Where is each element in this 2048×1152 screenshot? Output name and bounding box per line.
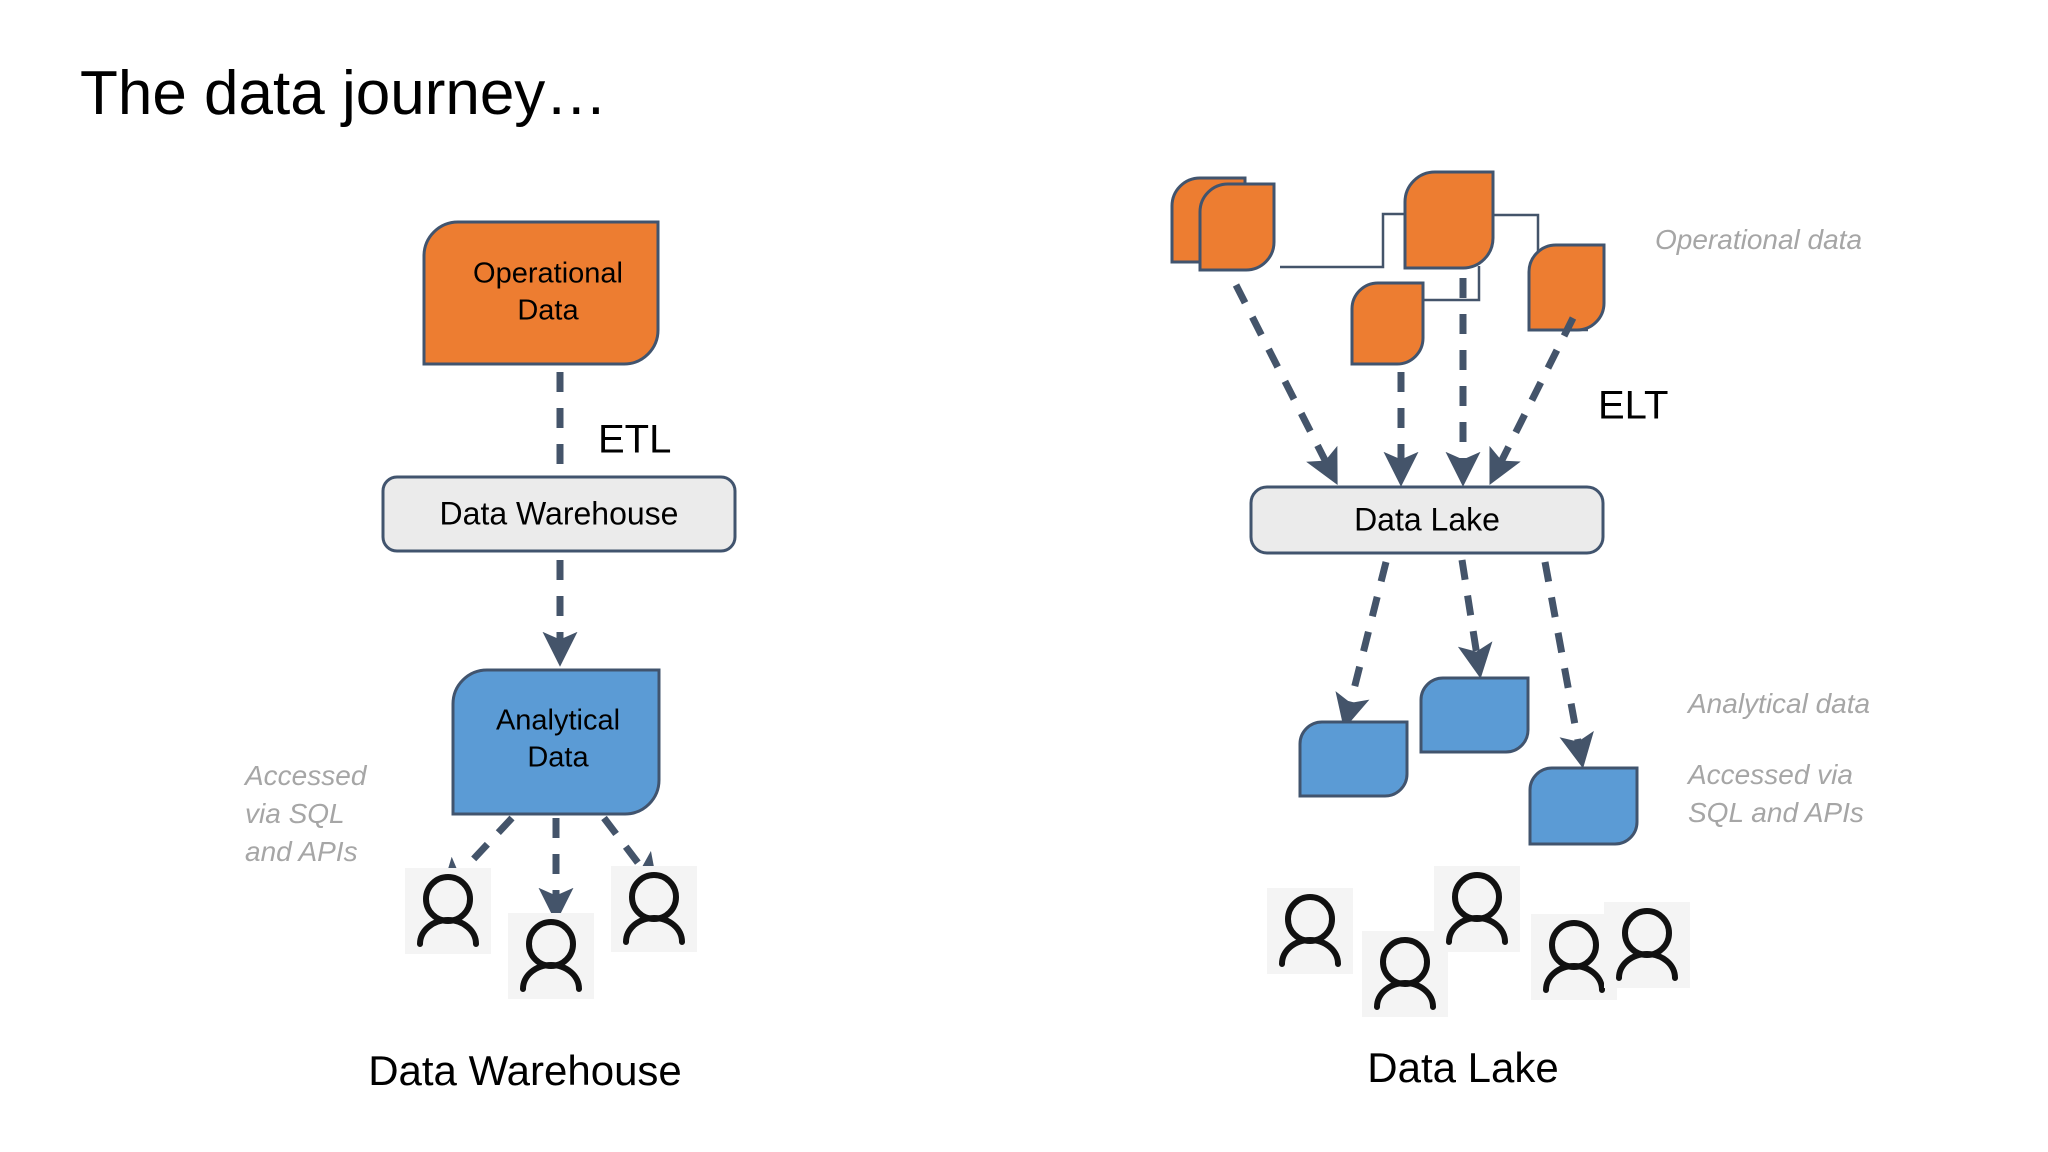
left-consumer-person-2[interactable] — [508, 913, 594, 999]
left-data-warehouse-node[interactable]: Data Warehouse — [381, 475, 737, 553]
right-ingest-arrow-4 — [1489, 316, 1577, 486]
right-flow-label-elt: ELT — [1598, 384, 1668, 428]
left-operational-data-shape — [422, 220, 660, 366]
left-analytical-data-label-line2: Data — [527, 742, 589, 774]
right-data-lake-label: Data Lake — [1354, 501, 1500, 537]
left-data-warehouse-label: Data Warehouse — [440, 495, 679, 531]
left-analytical-data-shape — [451, 668, 661, 816]
right-analytical-box-3[interactable] — [1528, 766, 1639, 846]
left-access-annotation-line3: and APIs — [245, 836, 358, 867]
left-panel-caption: Data Warehouse — [368, 1047, 682, 1094]
right-source-box-4[interactable] — [1527, 243, 1606, 332]
left-access-annotation: Accessed via SQL and APIs — [243, 760, 368, 867]
right-consumer-person-2[interactable] — [1362, 931, 1448, 1017]
left-consumer-arrow-3 — [601, 815, 659, 890]
page-title: The data journey… — [80, 59, 608, 128]
right-source-box-1[interactable] — [1170, 176, 1276, 272]
left-operational-data-label-line1: Operational — [473, 258, 623, 290]
left-analytical-data-node[interactable]: Analytical Data — [451, 668, 661, 816]
right-consumer-person-5[interactable] — [1604, 902, 1690, 988]
right-access-annotation-line2: SQL and APIs — [1688, 797, 1864, 828]
right-panel-caption: Data Lake — [1367, 1044, 1558, 1091]
right-ingest-arrow-1 — [1232, 283, 1338, 485]
right-serve-arrow-1 — [1335, 561, 1390, 730]
right-consumer-person-4[interactable] — [1531, 914, 1617, 1000]
right-consumer-person-1[interactable] — [1267, 888, 1353, 974]
right-consumer-person-3[interactable] — [1434, 866, 1520, 952]
left-operational-data-label-line2: Data — [517, 295, 579, 327]
right-analytical-box-2[interactable] — [1419, 676, 1530, 754]
left-data-warehouse-shape — [381, 475, 737, 553]
left-consumer-person-3[interactable] — [611, 866, 697, 952]
left-consumer-person-1[interactable] — [405, 868, 491, 954]
left-flow-label-etl: ETL — [598, 418, 671, 462]
right-serve-arrow-2 — [1457, 559, 1493, 679]
right-data-lake-node[interactable]: Data Lake — [1249, 485, 1605, 555]
left-analytical-data-label-line1: Analytical — [496, 705, 620, 737]
right-source-connector-1 — [1280, 212, 1412, 269]
right-operational-annotation: Operational data — [1655, 224, 1862, 255]
right-serve-arrow-3 — [1541, 561, 1594, 769]
left-operational-data-node[interactable]: Operational Data — [422, 220, 660, 366]
right-access-annotation-line1: Accessed via — [1686, 759, 1853, 790]
left-access-annotation-line2: via SQL — [245, 798, 345, 829]
right-source-box-3[interactable] — [1350, 281, 1425, 366]
right-analytical-box-1[interactable] — [1298, 720, 1409, 798]
right-source-box-2[interactable] — [1403, 170, 1495, 270]
right-analytical-annotation: Analytical data — [1686, 688, 1870, 719]
right-data-lake-shape — [1249, 485, 1605, 555]
left-access-annotation-line1: Accessed — [243, 760, 368, 791]
